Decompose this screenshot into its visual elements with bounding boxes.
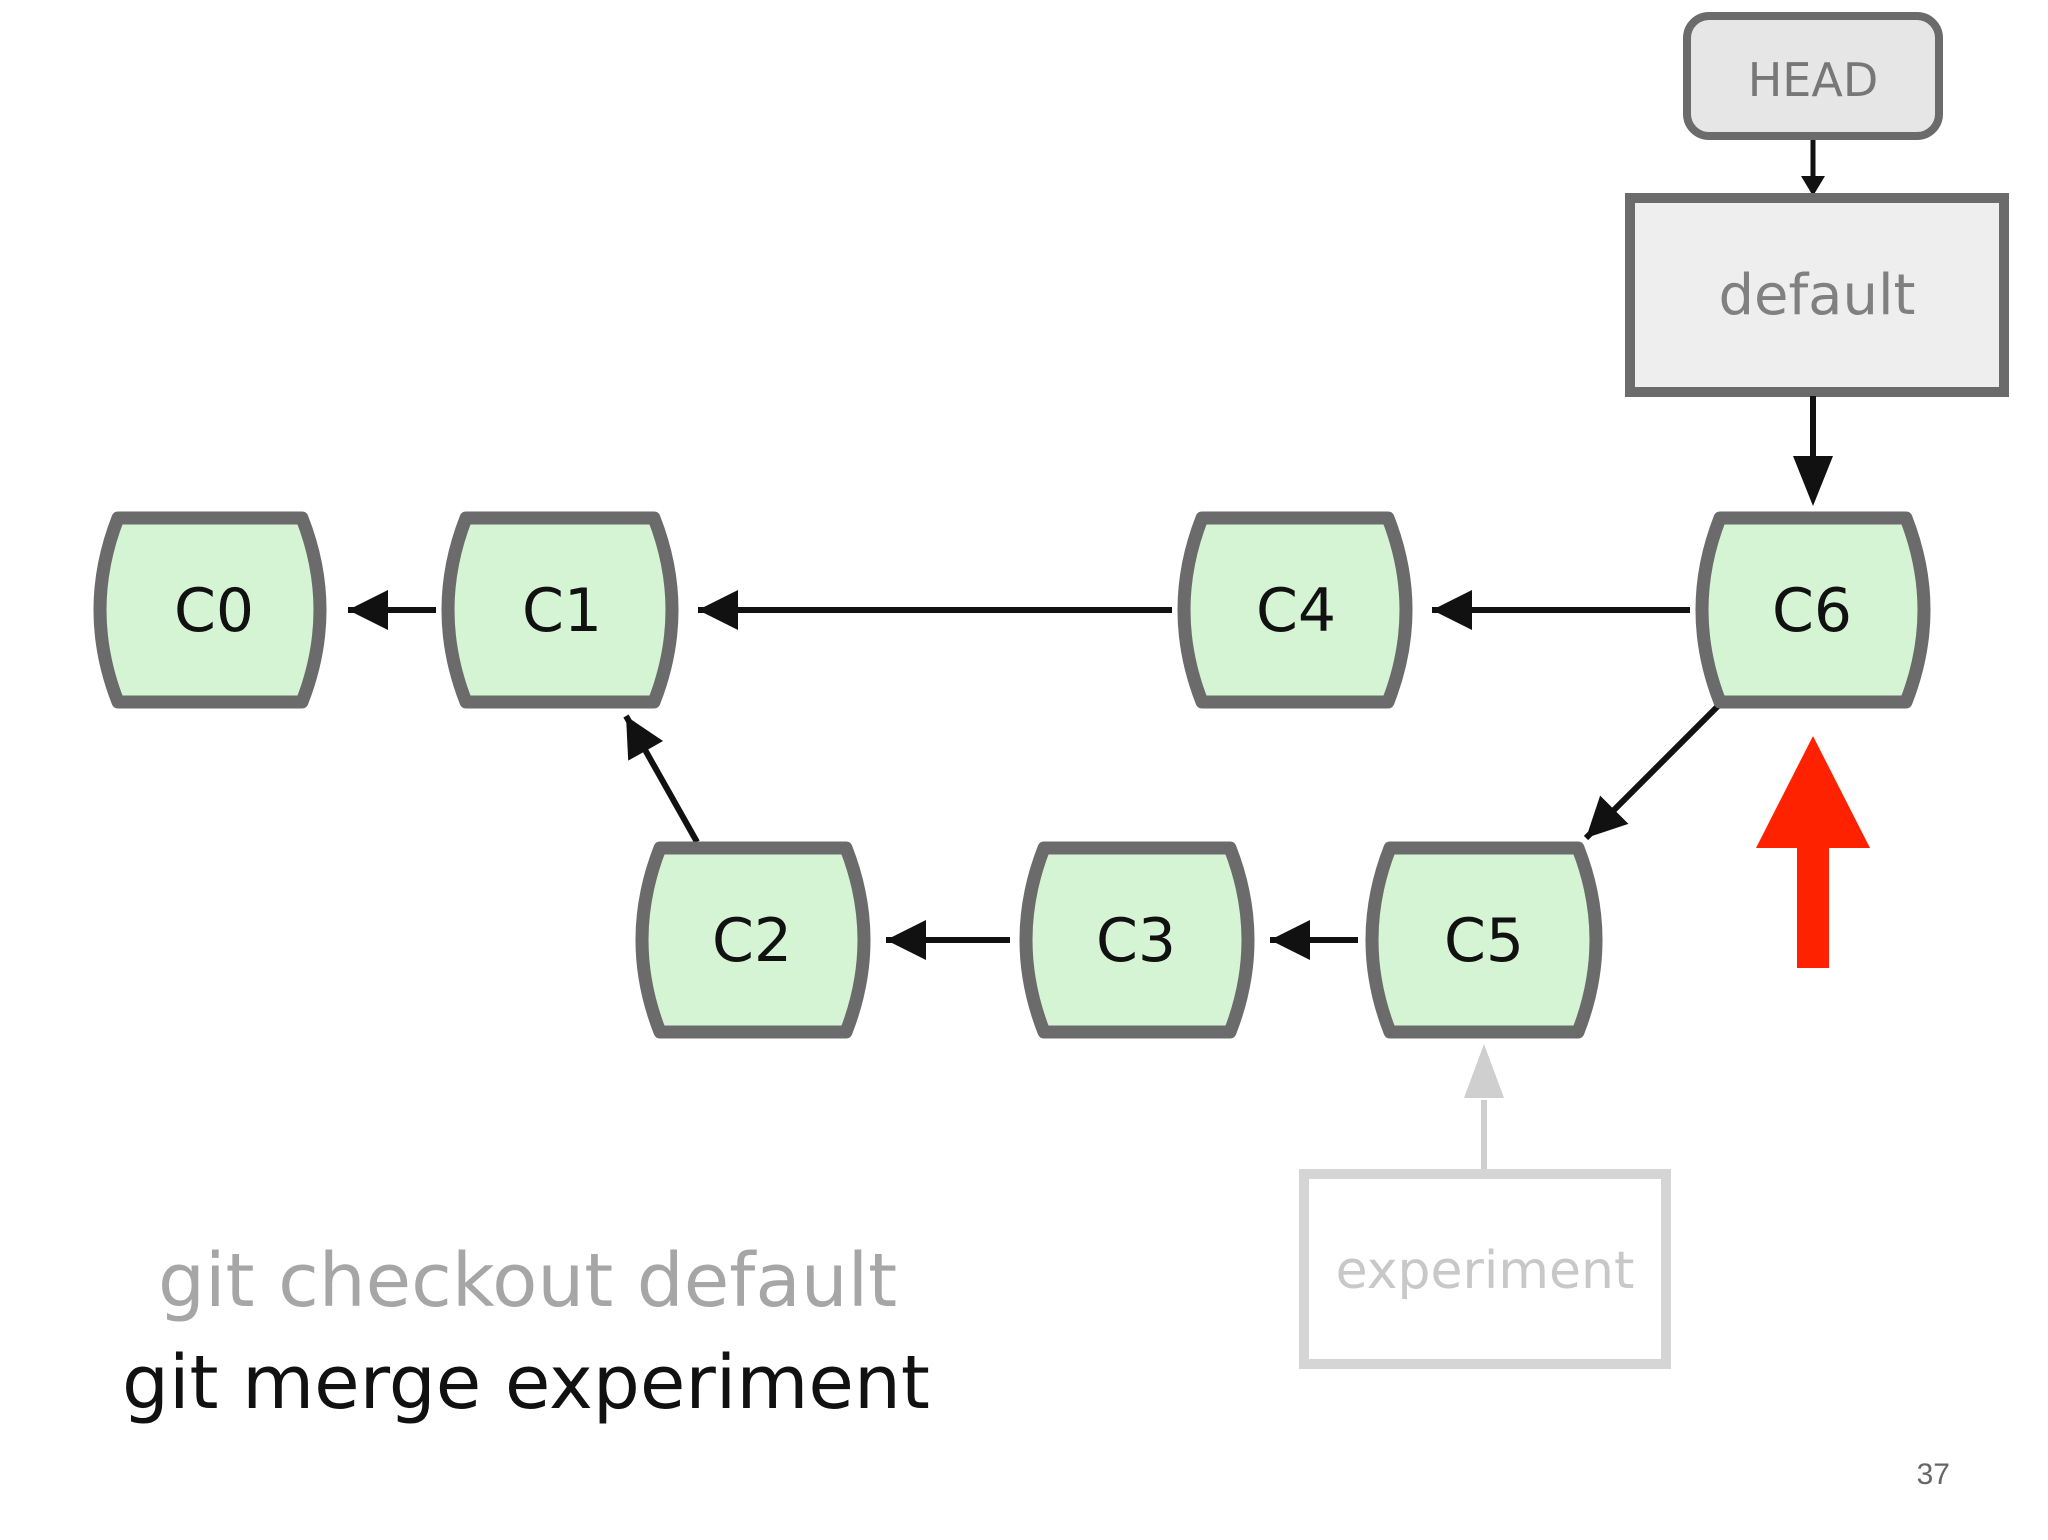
commit-c4: C4 (1177, 511, 1413, 709)
default-arrow-tip (1793, 456, 1833, 506)
commit-c4-label: C4 (1256, 576, 1336, 646)
commit-c2-label: C2 (712, 906, 792, 976)
default-branch-ref: default (1625, 193, 2009, 397)
page-number: 37 (1916, 1458, 1950, 1491)
commit-c0-label: C0 (174, 576, 254, 646)
command-merge: git merge experiment (122, 1340, 930, 1426)
commit-c6: C6 (1695, 511, 1931, 709)
experiment-branch-ref: experiment (1299, 1169, 1671, 1369)
commit-c5-label: C5 (1444, 906, 1524, 976)
default-branch-label: default (1718, 263, 1915, 328)
command-checkout: git checkout default (158, 1238, 898, 1324)
red-up-arrow-icon (1756, 736, 1870, 968)
head-arrow-tip (1801, 176, 1825, 196)
experiment-arrow-tip (1464, 1044, 1504, 1098)
commit-c3-label: C3 (1096, 906, 1176, 976)
experiment-branch-label: experiment (1336, 1241, 1635, 1301)
commit-c1-label: C1 (522, 576, 602, 646)
commit-c2: C2 (635, 841, 871, 1039)
commit-c6-label: C6 (1772, 576, 1852, 646)
head-ref-label: HEAD (1748, 53, 1879, 107)
head-ref: HEAD (1683, 12, 1943, 140)
commit-c5: C5 (1365, 841, 1603, 1039)
edge-c2-c1 (623, 714, 700, 844)
edge-c6-c5 (1583, 703, 1721, 841)
commit-c1: C1 (441, 511, 679, 709)
commit-c3: C3 (1019, 841, 1255, 1039)
commit-c0: C0 (93, 511, 327, 709)
